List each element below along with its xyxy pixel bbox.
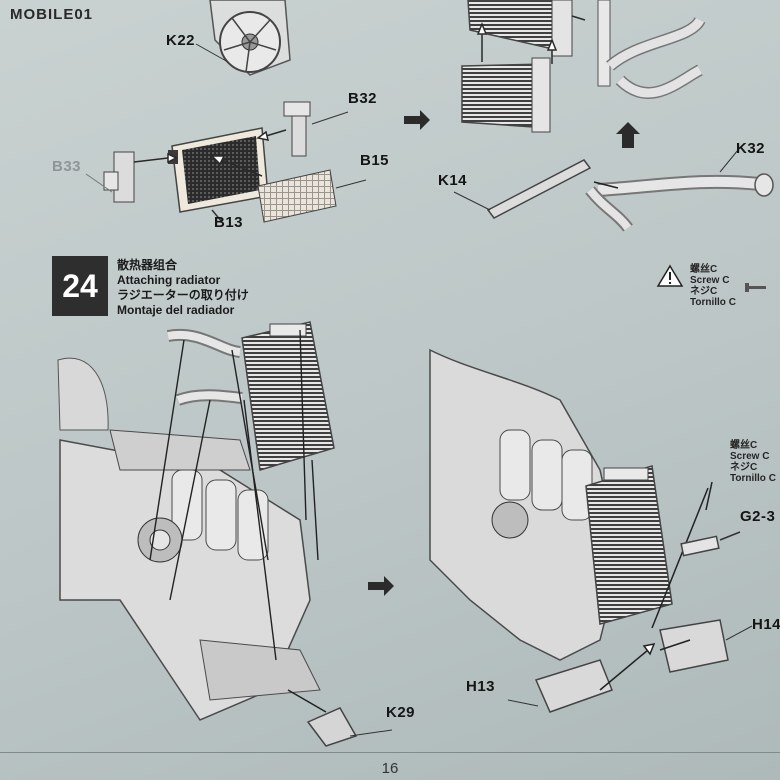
hoses-step24 xyxy=(166,328,243,406)
screw-c-icon xyxy=(745,283,766,292)
step-arrows xyxy=(368,110,640,596)
screw-note-right-ja: ネジC xyxy=(730,462,758,473)
label-b15: B15 xyxy=(360,152,390,169)
fan-part xyxy=(195,0,291,76)
bar-k14 xyxy=(453,159,633,232)
radiator-assembly-top xyxy=(461,0,611,133)
screw-note-right-zh: 螺丝C xyxy=(730,440,758,451)
footer-rule xyxy=(0,752,780,753)
label-b32: B32 xyxy=(348,90,378,107)
engine-frame-right xyxy=(429,348,621,661)
step-title-ja: ラジエーターの取り付け xyxy=(117,288,249,302)
screw-note-right-en: Screw C xyxy=(730,451,770,462)
site-logo: MOBILE01 xyxy=(10,6,94,23)
top-left-arrows xyxy=(133,129,287,223)
hose-k32 xyxy=(597,149,774,197)
label-b33: B33 xyxy=(52,158,82,175)
label-k32: K32 xyxy=(736,140,766,157)
step-title-es: Montaje del radiador xyxy=(117,303,235,317)
radiator-step24-right xyxy=(585,465,673,625)
bracket-b33 xyxy=(85,151,135,203)
step-title-en: Attaching radiator xyxy=(117,273,221,287)
label-k22: K22 xyxy=(166,32,196,49)
screw-note-top-zh: 螺丝C xyxy=(690,264,718,275)
label-h14: H14 xyxy=(752,616,780,633)
label-h13: H13 xyxy=(466,678,496,695)
guide-lines-left xyxy=(149,329,319,661)
step-title-zh: 散热器组合 xyxy=(117,258,178,272)
radiator-b13 xyxy=(168,127,269,213)
screw-note-top-es: Tornillo C xyxy=(690,297,736,308)
screw-note-right: 螺丝C Screw C ネジC Tornillo C xyxy=(730,440,776,484)
screw-note-top-en: Screw C xyxy=(690,275,730,286)
engine-frame-left xyxy=(57,357,321,721)
radiator-step24-left xyxy=(241,321,335,471)
brackets-h13-h14 xyxy=(507,619,753,713)
top-right-arrows xyxy=(476,15,586,64)
guide-lines-right xyxy=(599,481,741,691)
label-b13: B13 xyxy=(214,214,244,231)
bracket-b32 xyxy=(283,101,349,157)
step-title-block: 散热器组合 Attaching radiator ラジエーターの取り付け Mon… xyxy=(117,258,249,318)
hose-pair xyxy=(606,16,706,99)
label-g2-3: G2-3 xyxy=(740,508,776,525)
screw-note-top: 螺丝C Screw C ネジC Tornillo C xyxy=(690,264,736,308)
page-number: 16 xyxy=(381,760,399,777)
label-k29: K29 xyxy=(386,704,416,721)
warning-triangle-icon xyxy=(656,264,684,287)
screw-note-top-ja: ネジC xyxy=(690,286,718,297)
screw-note-right-es: Tornillo C xyxy=(730,473,776,484)
grille-b15 xyxy=(257,169,367,223)
label-k14: K14 xyxy=(438,172,468,189)
step-number-badge: 24 xyxy=(52,256,108,316)
part-k29 xyxy=(287,689,393,747)
